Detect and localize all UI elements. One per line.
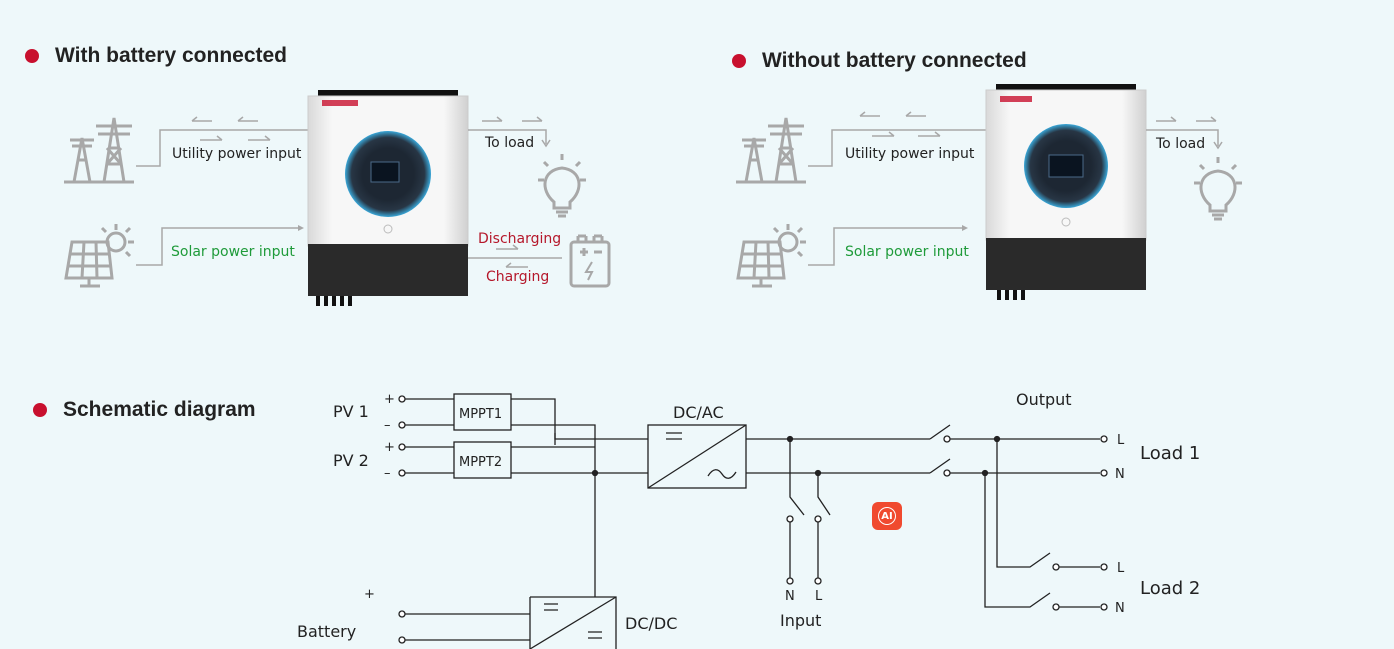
power-button-icon — [383, 224, 393, 234]
battery-arrows — [496, 244, 528, 268]
discharging-label: Discharging — [478, 231, 561, 247]
dcdc-label: DC/DC — [625, 614, 677, 633]
connector-terminals — [997, 290, 1025, 300]
load1-L-label: L — [1117, 433, 1125, 448]
utility-arrows — [859, 111, 941, 137]
to-load-line — [468, 129, 547, 144]
power-pylon-icon — [736, 117, 806, 184]
dcac-label: DC/AC — [673, 403, 724, 422]
battery-icon — [569, 234, 611, 288]
bullet-dot — [732, 54, 746, 68]
utility-power-input-label: Utility power input — [845, 146, 975, 162]
inverter-device — [307, 90, 469, 306]
heading-without-battery-text: Without battery connected — [762, 49, 1027, 72]
battery-label: Battery — [297, 622, 356, 641]
solar-arrowhead — [298, 225, 304, 231]
solar-line — [136, 227, 302, 266]
inverter-device — [985, 84, 1147, 300]
mppt1-label: MPPT1 — [459, 407, 502, 422]
charging-label: Charging — [486, 269, 549, 285]
heading-schematic-text: Schematic diagram — [63, 398, 256, 421]
heading-without-battery: Without battery connected — [732, 49, 1027, 73]
with-battery-panel: Utility power input Solar power input To… — [64, 90, 611, 306]
ai-badge-icon[interactable]: AI — [872, 502, 902, 530]
power-pylon-icon — [64, 117, 134, 184]
pv2-minus: – — [384, 466, 391, 481]
brand-logo — [322, 100, 358, 106]
to-load-line — [1146, 129, 1219, 146]
to-load-label: To load — [1155, 136, 1205, 152]
bullet-dot — [33, 403, 47, 417]
pv1-minus: – — [384, 418, 391, 433]
pv1-plus: + — [384, 392, 395, 407]
utility-power-input-label: Utility power input — [172, 146, 302, 162]
schematic-diagram — [398, 393, 1108, 649]
solar-panel-icon — [64, 224, 134, 288]
solar-panel-icon — [736, 224, 806, 288]
output-label: Output — [1016, 390, 1072, 409]
lcd-screen — [370, 161, 400, 183]
solar-line — [808, 227, 966, 266]
power-button-icon — [1061, 217, 1071, 227]
heading-with-battery-text: With battery connected — [55, 44, 288, 67]
mppt2-label: MPPT2 — [459, 455, 502, 470]
load1-N-label: N — [1115, 467, 1125, 482]
bullet-dot — [25, 49, 39, 63]
light-bulb-icon — [1194, 157, 1242, 221]
heading-schematic: Schematic diagram — [33, 398, 256, 422]
without-battery-panel: Utility power input Solar power input To… — [736, 84, 1242, 300]
pv2-label: PV 2 — [333, 451, 369, 470]
connector-terminals — [316, 296, 352, 306]
input-N-label: N — [785, 589, 795, 604]
ai-badge-text: AI — [878, 507, 896, 525]
input-L-label: L — [815, 589, 823, 604]
load2-label: Load 2 — [1140, 578, 1200, 599]
input-label: Input — [780, 611, 821, 630]
to-load-arrows — [482, 116, 551, 148]
brand-logo — [1000, 96, 1032, 102]
heading-with-battery: With battery connected — [25, 44, 287, 68]
solar-power-input-label: Solar power input — [845, 244, 969, 260]
load2-N-label: N — [1115, 601, 1125, 616]
to-load-arrows — [1156, 116, 1223, 150]
solar-arrowhead — [962, 225, 968, 231]
solar-power-input-label: Solar power input — [171, 244, 295, 260]
utility-line — [136, 129, 308, 167]
light-bulb-icon — [538, 154, 586, 218]
utility-line — [808, 129, 986, 167]
utility-arrows — [191, 116, 271, 141]
load1-label: Load 1 — [1140, 443, 1200, 464]
schematic-labels: PV 1 PV 2 + – + – MPPT1 MPPT2 DC/AC DC/D… — [297, 390, 1200, 641]
pv2-plus: + — [384, 440, 395, 455]
load2-L-label: L — [1117, 561, 1125, 576]
to-load-label: To load — [484, 135, 534, 151]
battery-plus: + — [364, 587, 375, 602]
lcd-screen — [1048, 154, 1084, 178]
pv1-label: PV 1 — [333, 402, 369, 421]
